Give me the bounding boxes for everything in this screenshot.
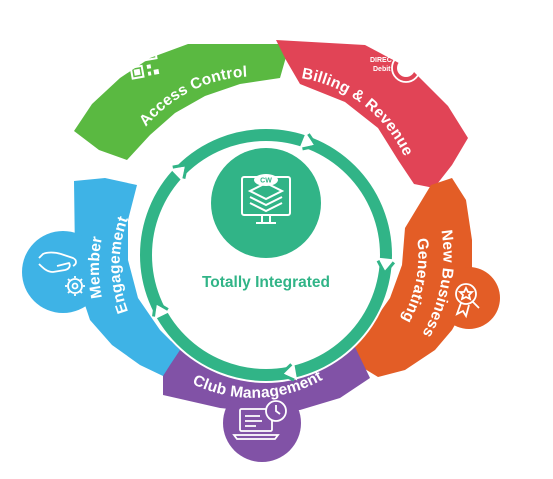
member-label-line1: Member: [86, 235, 106, 300]
ring-arrow: [152, 299, 171, 320]
award-icon-glyph: [455, 283, 480, 319]
badge-line1: DIRECT: [370, 57, 397, 64]
segment-member-engagement[interactable]: Member Engagement: [22, 178, 180, 376]
generating-new-business-arc: [346, 178, 472, 377]
center-hub: CW Totally Integrated: [202, 148, 330, 291]
cw-logo-text: CW: [260, 178, 272, 185]
ring-arrow: [169, 162, 189, 182]
billing-revenue-arc: [276, 40, 468, 188]
hand-gear-icon: [22, 231, 104, 313]
direct-debit-icon: DIRECT Debit: [370, 53, 421, 83]
ring-arrow: [376, 257, 396, 277]
ring-arrow: [299, 131, 320, 151]
member-engagement-arc: [74, 178, 180, 376]
badge-line2: Debit: [373, 66, 391, 73]
center-label: Totally Integrated: [202, 274, 330, 291]
ring-circle: [140, 129, 392, 381]
laptop-clock-glyph: [232, 400, 287, 440]
cw-logo: CW: [254, 174, 278, 186]
segment-generating-new-business[interactable]: Generating New Business: [346, 178, 500, 377]
ring-arrow: [278, 362, 298, 382]
ring-arrows: [152, 131, 396, 382]
hand-gear-glyph: [38, 251, 85, 296]
access-control-arc: [74, 44, 286, 160]
qr-code-icon: [126, 46, 160, 80]
center-icon-circle: [211, 148, 321, 258]
